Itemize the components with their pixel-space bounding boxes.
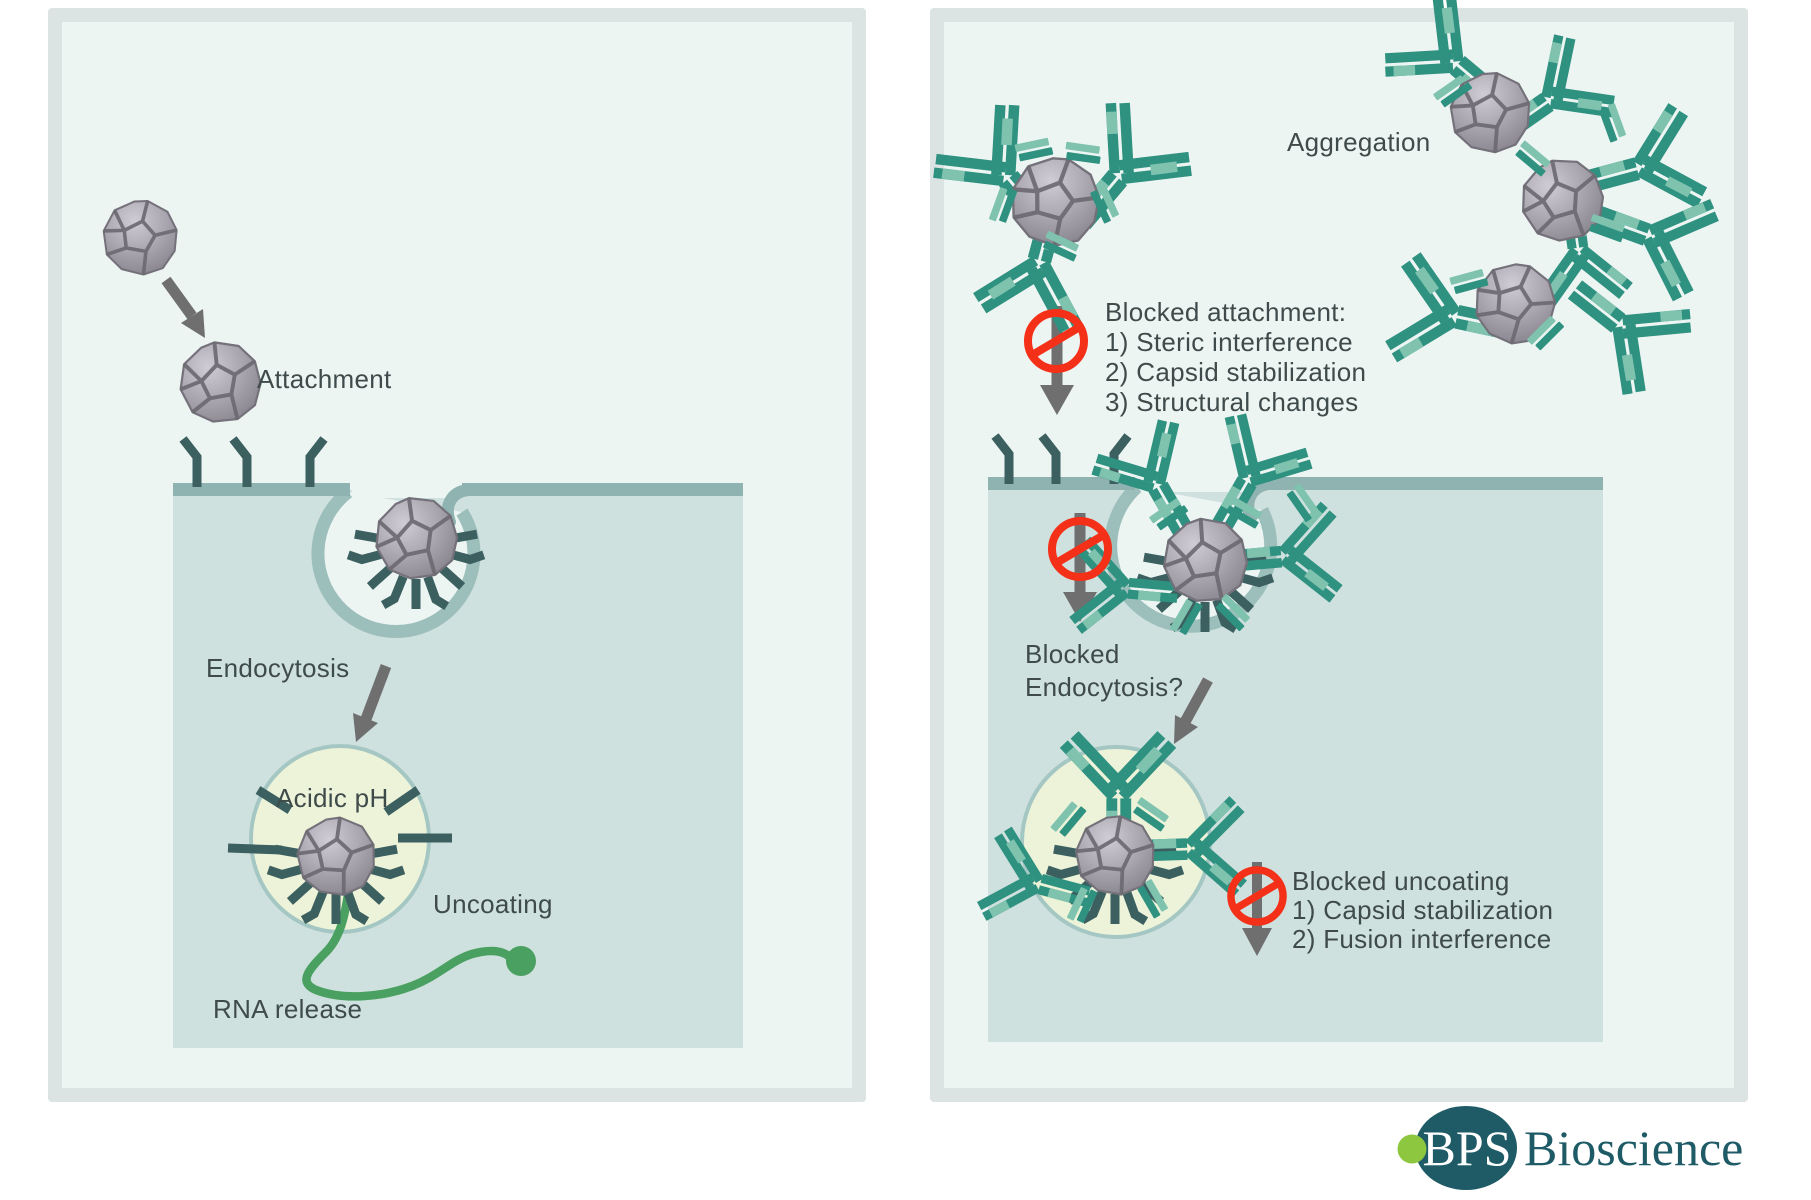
label-blocked-attachment: Blocked attachment: 1) Steric interferen… bbox=[1105, 297, 1366, 417]
label-uncoating: Uncoating bbox=[433, 889, 553, 919]
bps-bioscience-logo: BPS Bioscience bbox=[1397, 1106, 1743, 1190]
blocked-uncoating-title: Blocked uncoating bbox=[1292, 866, 1510, 896]
cell-receptor-icon bbox=[1042, 436, 1056, 484]
label-rna-release: RNA release bbox=[213, 994, 363, 1024]
logo-bioscience-text: Bioscience bbox=[1524, 1120, 1743, 1176]
cell-receptor-icon bbox=[183, 439, 197, 487]
label-endocytosis: Endocytosis bbox=[206, 653, 350, 683]
cell-membrane bbox=[988, 477, 1135, 490]
blocked-attachment-item: 3) Structural changes bbox=[1105, 387, 1359, 417]
blocked-attachment-title: Blocked attachment: bbox=[1105, 297, 1347, 327]
label-blocked-uncoating: Blocked uncoating 1) Capsid stabilizatio… bbox=[1292, 867, 1553, 954]
virus-capsid-icon bbox=[94, 191, 186, 282]
logo-ellipse bbox=[1415, 1106, 1517, 1190]
cell-receptor-icon bbox=[995, 436, 1009, 484]
label-attachment: Attachment bbox=[257, 364, 392, 394]
cell-receptor-icon bbox=[233, 439, 247, 487]
cell-membrane bbox=[1262, 477, 1603, 490]
logo-bps-text: BPS bbox=[1423, 1120, 1512, 1176]
left-panel-graphics bbox=[94, 191, 743, 1048]
blocked-attachment-item: 1) Steric interference bbox=[1105, 327, 1353, 357]
virus-capsid-icon bbox=[172, 334, 268, 429]
right-panel-graphics bbox=[928, 0, 1720, 1042]
blocked-uncoating-item: 2) Fusion interference bbox=[1292, 924, 1552, 954]
cell-receptor-icon bbox=[310, 439, 324, 487]
blocked-uncoating-item: 1) Capsid stabilization bbox=[1292, 895, 1554, 925]
label-blocked-endocytosis: Blocked Endocytosis? bbox=[1025, 639, 1184, 702]
virus-capsid-icon bbox=[1510, 148, 1613, 251]
logo-green-dot-icon bbox=[1397, 1134, 1427, 1164]
label-acidic-ph: Acidic pH bbox=[276, 783, 389, 813]
label-aggregation: Aggregation bbox=[1287, 127, 1431, 157]
blocked-attachment-item: 2) Capsid stabilization bbox=[1105, 357, 1367, 387]
arrow-down-icon bbox=[161, 276, 392, 742]
cell-membrane bbox=[462, 483, 743, 496]
virus-aggregation-cluster bbox=[1379, 0, 1721, 399]
rna-strand-icon bbox=[302, 863, 536, 1001]
